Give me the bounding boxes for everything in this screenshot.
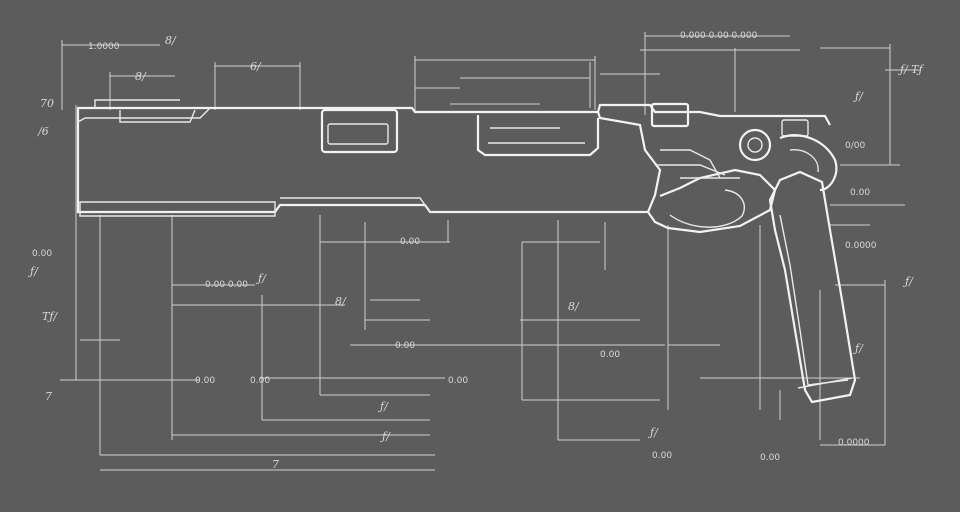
label-mid-box-6: 0.00 — [448, 376, 468, 386]
label-mid-1: ƒ/ — [255, 272, 267, 285]
label-right-box-2: 0.00 — [850, 188, 870, 198]
gun-outline — [76, 99, 857, 404]
annotations: 8/ 1.0000 8/ 6/ 0.000 0.00 0.000 ƒ/ Tƒ ƒ… — [27, 31, 925, 471]
label-mid-box-1: 0.00 0.00 — [205, 280, 248, 290]
label-right-3: ƒ/ — [852, 342, 864, 355]
dimension-lines — [60, 32, 920, 471]
label-bottom-6: ƒ/ — [647, 426, 659, 439]
label-bottom-box-1: 0.00 — [652, 451, 672, 461]
label-top-right-1: ƒ/ Tƒ — [897, 63, 925, 76]
label-bottom-box-2: 0.00 — [760, 453, 780, 463]
label-right-box-3: 0.0000 — [845, 241, 877, 251]
label-bottom-box-3: 0.0000 — [838, 438, 870, 448]
label-right-2: ƒ/ — [902, 275, 914, 288]
label-mid-box-7: 0.00 — [600, 350, 620, 360]
label-top-mid-2: 6/ — [250, 60, 262, 73]
label-top-left-box: 1.0000 — [88, 42, 120, 52]
label-top-right-box: 0.000 0.00 0.000 — [680, 31, 758, 41]
label-left-2: /6 — [37, 125, 49, 138]
label-mid-box-2: 0.00 — [400, 237, 420, 247]
label-left-1: 70 — [40, 97, 54, 110]
label-left-box-1: 0.00 — [32, 249, 52, 259]
label-top-left-1: 8/ — [165, 34, 177, 47]
label-left-3: ƒ/ — [27, 265, 39, 278]
label-bottom-1: 7 — [45, 390, 52, 403]
label-mid-box-5: 0.00 — [250, 376, 270, 386]
label-bottom-4: ƒ/ — [379, 430, 391, 443]
label-right-box-1: 0/00 — [845, 141, 865, 151]
label-bottom-2: ƒ/ — [377, 400, 389, 413]
label-mid-box-4: 0.00 — [195, 376, 215, 386]
label-bottom-3: 7 — [272, 458, 279, 471]
label-mid-box-3: 0.00 — [395, 341, 415, 351]
label-left-4: Tƒ/ — [42, 310, 58, 323]
label-mid-2: 8/ — [335, 295, 347, 308]
label-top-mid-1: 8/ — [135, 70, 147, 83]
label-bottom-5: 8/ — [568, 300, 580, 313]
label-right-1: ƒ/ — [852, 90, 864, 103]
